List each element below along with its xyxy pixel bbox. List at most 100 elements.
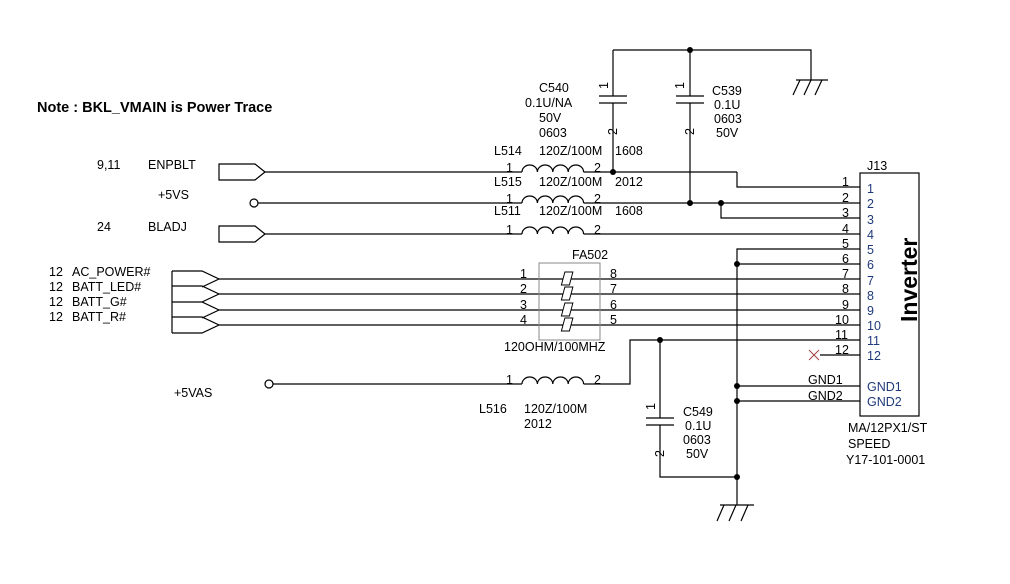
j13-outer-pin-1: 1 xyxy=(842,175,849,189)
j13-inner-pin-7: 7 xyxy=(867,274,874,288)
l515-spec: 120Z/100M xyxy=(539,175,602,189)
enpblt-ref: 9,11 xyxy=(97,158,120,172)
batt-r-ref: 12 xyxy=(49,310,63,324)
fa502-pin-r5: 5 xyxy=(610,313,617,327)
fa502-pin-l2: 2 xyxy=(520,282,527,296)
j13-outer-pin-3: 3 xyxy=(842,206,849,220)
j13-speed: SPEED xyxy=(848,437,890,451)
l515-pin1: 1 xyxy=(506,192,513,206)
enpblt-port xyxy=(218,163,266,181)
ground-symbol-top xyxy=(792,79,828,96)
batt-led-label: BATT_LED# xyxy=(72,280,141,294)
fa502-pin-l1: 1 xyxy=(520,267,527,281)
c549-pin1: 1 xyxy=(644,403,658,410)
batt-g-ref: 12 xyxy=(49,295,63,309)
c540-voltage: 50V xyxy=(539,111,562,125)
c540-value: 0.1U/NA xyxy=(525,96,573,110)
l516-pin2: 2 xyxy=(594,373,601,387)
p5vs-label: +5VS xyxy=(158,188,189,202)
batt-g-label: BATT_G# xyxy=(72,295,127,309)
l514-pin2: 2 xyxy=(594,161,601,175)
j13-outer-pin-12: 12 xyxy=(835,343,849,357)
c539-voltage: 50V xyxy=(716,126,739,140)
j13-inner-pin-3: 3 xyxy=(867,213,874,227)
j13-inner-pin-2: 2 xyxy=(867,197,874,211)
capacitor-c549: 1 2 C549 0.1U 0603 50V xyxy=(644,340,737,478)
enpblt-label: ENPBLT xyxy=(148,158,196,172)
fa502-pin-l4: 4 xyxy=(520,313,527,327)
l511-pin2: 2 xyxy=(594,223,601,237)
j13-outer-pin-gnd2: GND2 xyxy=(808,389,843,403)
ac-power-net: 12 AC_POWER# xyxy=(49,265,860,280)
p5vas-label: +5VAS xyxy=(174,386,212,400)
resistor-array-fa502: FA502 120OHM/100MHZ 1 2 3 4 8 7 6 5 xyxy=(504,248,617,354)
l514-size: 1608 xyxy=(615,144,643,158)
j13-inner-pin-gnd2: GND2 xyxy=(867,395,902,409)
l514-spec: 120Z/100M xyxy=(539,144,602,158)
fa502-ref: FA502 xyxy=(572,248,608,262)
ac-power-label: AC_POWER# xyxy=(72,265,151,279)
j13-part-number: Y17-101-0001 xyxy=(846,453,925,467)
j13-outer-pin-5: 5 xyxy=(842,237,849,251)
l515-pin2: 2 xyxy=(594,192,601,206)
l511-pin1: 1 xyxy=(506,223,513,237)
j13-inner-pin-10: 10 xyxy=(867,319,881,333)
c540-pin1: 1 xyxy=(597,82,611,89)
bladj-port xyxy=(218,225,266,243)
no-connect-pin12 xyxy=(808,349,860,361)
power-trace-note: Note : BKL_VMAIN is Power Trace xyxy=(37,100,272,116)
batt-led-net: 12 BATT_LED# xyxy=(49,280,860,295)
c549-ref: C549 xyxy=(683,405,713,419)
j13-outer-pin-11: 11 xyxy=(835,328,848,342)
j13-inner-pin-6: 6 xyxy=(867,258,874,272)
signal-ports xyxy=(171,270,221,334)
j13-outer-pin-8: 8 xyxy=(842,282,849,296)
p5vas-net: +5VAS 1 2 L516 120Z/100M 2012 xyxy=(174,337,860,431)
j13-outer-pin-6: 6 xyxy=(842,252,849,266)
connector-ground-net xyxy=(716,248,860,522)
ac-power-ref: 12 xyxy=(49,265,63,279)
batt-r-net: 12 BATT_R# xyxy=(49,310,860,326)
l511-ref: L511 xyxy=(494,204,521,218)
j13-inner-pin-4: 4 xyxy=(867,228,874,242)
batt-g-net: 12 BATT_G# xyxy=(49,295,860,311)
j13-outer-pin-2: 2 xyxy=(842,191,849,205)
capacitor-c540: 1 2 C540 0.1U/NA 50V 0603 xyxy=(525,81,627,172)
j13-ref: J13 xyxy=(867,159,887,173)
c549-value: 0.1U xyxy=(685,419,711,433)
capacitor-c539: 1 2 C539 0.1U 0603 50V xyxy=(673,82,742,203)
j13-inner-pin-8: 8 xyxy=(867,289,874,303)
j13-inner-pin-1: 1 xyxy=(867,182,874,196)
bladj-net: 24 BLADJ 1 2 xyxy=(97,220,860,243)
p5vs-net: +5VS 1 2 L515 120Z/100M 2012 xyxy=(158,175,860,219)
p5vs-terminal xyxy=(249,198,259,208)
j13-inner-pin-gnd1: GND1 xyxy=(867,380,902,394)
c539-pin2: 2 xyxy=(683,128,697,135)
c539-ref: C539 xyxy=(712,84,742,98)
ground-symbol-bottom xyxy=(716,504,754,522)
j13-outer-pin-10: 10 xyxy=(835,313,849,327)
l515-size: 2012 xyxy=(615,175,643,189)
j13-inner-pin-12: 12 xyxy=(867,349,881,363)
j13-outer-pin-gnd1: GND1 xyxy=(808,373,843,387)
fa502-pin-r7: 7 xyxy=(610,282,617,296)
c539-package: 0603 xyxy=(714,112,742,126)
bladj-label: BLADJ xyxy=(148,220,187,234)
c539-pin1: 1 xyxy=(673,82,687,89)
fa502-pin-r6: 6 xyxy=(610,298,617,312)
j13-inner-pin-9: 9 xyxy=(867,304,874,318)
fa502-value: 120OHM/100MHZ xyxy=(504,340,606,354)
l515-ref: L515 xyxy=(494,175,522,189)
p5vas-terminal xyxy=(264,379,274,389)
l511-size: 1608 xyxy=(615,204,643,218)
c540-package: 0603 xyxy=(539,126,567,140)
fa502-pin-l3: 3 xyxy=(520,298,527,312)
enpblt-net: 9,11 ENPBLT 1 2 L514 120Z/100M 1608 xyxy=(97,144,860,188)
j13-part: MA/12PX1/ST xyxy=(848,421,928,435)
c549-voltage: 50V xyxy=(686,447,709,461)
fa502-pin-r8: 8 xyxy=(610,267,617,281)
c549-pin2: 2 xyxy=(653,450,667,457)
c540-ref: C540 xyxy=(539,81,569,95)
l516-spec: 120Z/100M xyxy=(524,402,587,416)
